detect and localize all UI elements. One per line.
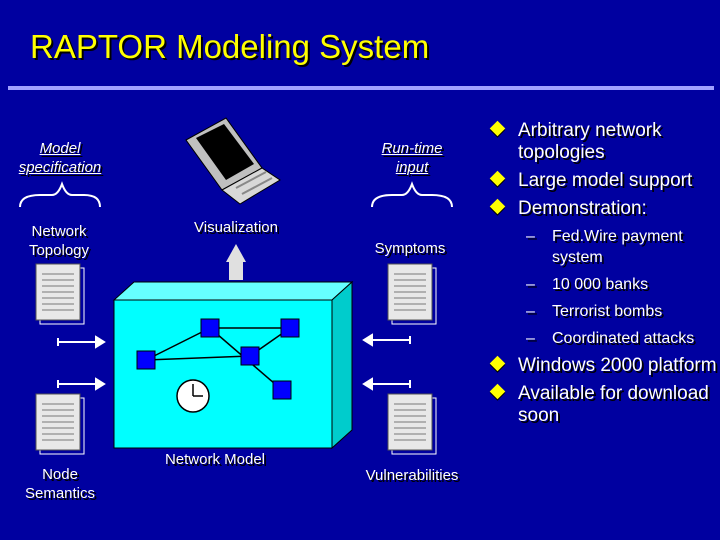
network-node xyxy=(280,318,300,338)
bullet-item: Windows 2000 platform xyxy=(488,355,720,377)
network-topology-label: Network Topology xyxy=(28,223,90,259)
sub-bullet-item: –Coordinated attacks xyxy=(488,328,720,349)
dash-icon: – xyxy=(526,228,535,245)
network-node xyxy=(240,346,260,366)
symptoms-label: Symptoms xyxy=(374,240,446,257)
sub-bullet-text: Coordinated attacks xyxy=(552,330,695,347)
document-icon-vulnerabilities xyxy=(387,393,437,455)
network-model-label: Network Model xyxy=(164,451,266,468)
sub-bullet-item: –Fed.Wire payment system xyxy=(488,226,720,268)
arrow-right-icon xyxy=(57,377,106,391)
vulnerabilities-label: Vulnerabilities xyxy=(365,467,459,484)
node-semantics-label: Node Semantics xyxy=(24,466,96,502)
bullet-text: Demonstration: xyxy=(518,198,647,219)
diamond-bullet-icon xyxy=(489,355,506,372)
clock-icon xyxy=(176,379,210,413)
network-node xyxy=(136,350,156,370)
arrow-left-icon xyxy=(362,333,411,347)
laptop-icon xyxy=(185,117,281,205)
dash-icon: – xyxy=(526,330,535,347)
sub-bullet-text: 10 000 banks xyxy=(552,276,649,293)
runtime-input-label: Run-time input xyxy=(381,140,443,176)
diamond-bullet-icon xyxy=(489,170,506,187)
document-icon-symptoms xyxy=(387,263,437,325)
diamond-bullet-icon xyxy=(489,120,506,137)
arrow-right-icon xyxy=(57,335,106,349)
bullet-text: Available for download soon xyxy=(518,383,709,426)
document-icon-semantics xyxy=(35,393,85,455)
dash-icon: – xyxy=(526,303,535,320)
bullet-item: Available for download soon xyxy=(488,383,720,427)
feature-list: Arbitrary network topologies Large model… xyxy=(488,120,720,433)
title-divider xyxy=(8,86,714,90)
sub-bullet-text: Terrorist bombs xyxy=(552,303,663,320)
sub-bullet-item: –Terrorist bombs xyxy=(488,301,720,322)
document-icon-topology xyxy=(35,263,85,325)
model-spec-label: Model specification xyxy=(18,140,102,176)
model-spec-brace xyxy=(19,181,101,208)
diamond-bullet-icon xyxy=(489,198,506,215)
page-title: RAPTOR Modeling System xyxy=(30,28,430,65)
runtime-brace xyxy=(371,181,453,208)
network-model-box xyxy=(112,280,354,450)
bullet-item: Demonstration: xyxy=(488,198,720,220)
dash-icon: – xyxy=(526,276,535,293)
bullet-item: Arbitrary network topologies xyxy=(488,120,720,164)
bullet-text: Arbitrary network topologies xyxy=(518,120,662,163)
bullet-text: Windows 2000 platform xyxy=(518,355,717,376)
arrow-left-icon xyxy=(362,377,411,391)
network-node xyxy=(200,318,220,338)
bullet-item: Large model support xyxy=(488,170,720,192)
sub-bullet-text: Fed.Wire payment system xyxy=(552,228,683,266)
visualization-label: Visualization xyxy=(194,219,278,236)
bullet-text: Large model support xyxy=(518,170,693,191)
network-node xyxy=(272,380,292,400)
diamond-bullet-icon xyxy=(489,383,506,400)
sub-bullet-item: –10 000 banks xyxy=(488,274,720,295)
